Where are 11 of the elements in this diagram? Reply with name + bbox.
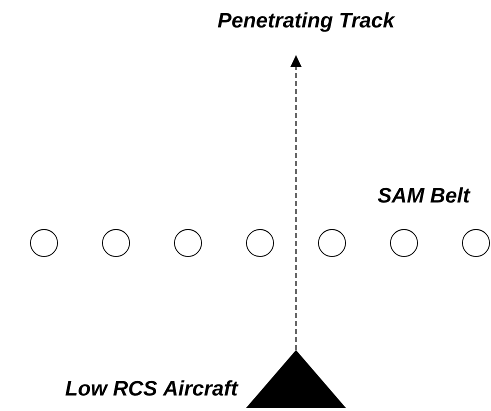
- sam-site-circle: [246, 229, 274, 257]
- belt-label: SAM Belt: [378, 187, 470, 203]
- aircraft-triangle: Low RCS Aircraft: [66, 350, 346, 408]
- sam-site-circle: [318, 229, 346, 257]
- sam-site-circle: [462, 229, 490, 257]
- sam-site-circle: [390, 229, 418, 257]
- node-label: Low RCS Aircraft: [65, 380, 238, 396]
- sam-site-circle: [102, 229, 130, 257]
- sam-site-circle: [30, 229, 58, 257]
- track-label: Penetrating Track: [218, 12, 396, 32]
- sam-site-circle: [174, 229, 202, 257]
